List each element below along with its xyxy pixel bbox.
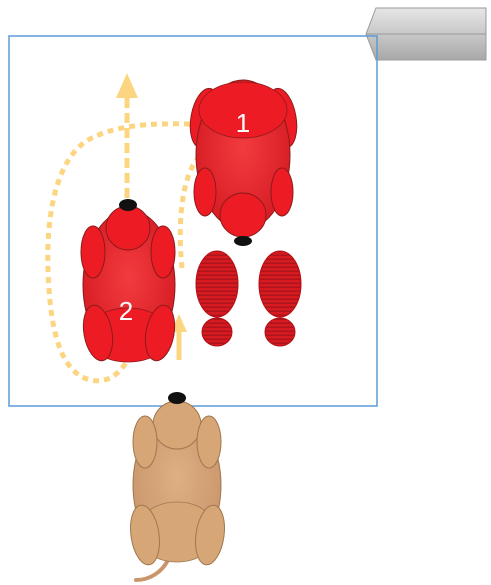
handler-footprints-icon — [196, 251, 301, 346]
ring-boundary — [9, 36, 377, 406]
dog-position-1 — [186, 80, 301, 246]
dog-position-2 — [79, 199, 178, 363]
position-1-label: 1 — [236, 108, 250, 138]
arrow-up-icon — [116, 73, 138, 198]
handler-dog — [127, 392, 228, 580]
ring-sign-icon — [366, 8, 486, 60]
movement-path-right — [180, 158, 198, 268]
position-2-label: 2 — [119, 296, 133, 326]
